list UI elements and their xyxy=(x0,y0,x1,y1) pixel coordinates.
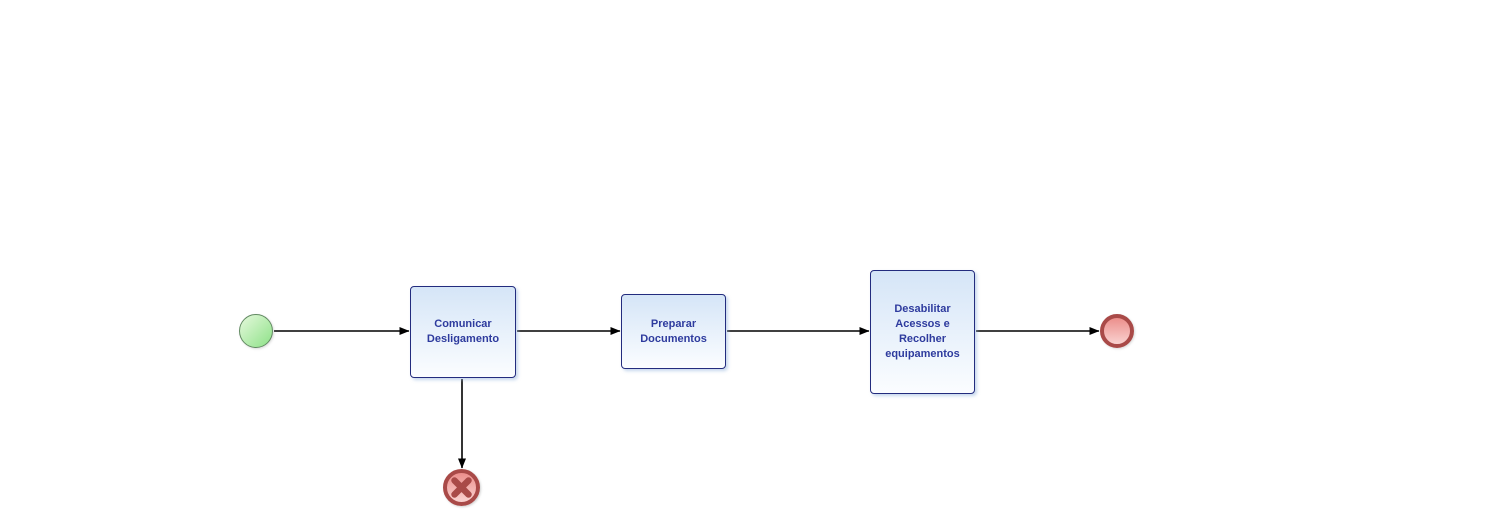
cancel-end-event[interactable] xyxy=(443,469,480,506)
task-label: Preparar Documentos xyxy=(640,317,707,345)
x-cross-icon xyxy=(451,477,472,498)
start-event[interactable] xyxy=(239,314,273,348)
task-desabilitar-acessos[interactable]: Desabilitar Acessos e Recolher equipamen… xyxy=(870,270,975,394)
task-label: Comunicar Desligamento xyxy=(426,318,500,345)
task-comunicar-desligamento[interactable]: Comunicar Desligamento xyxy=(410,286,516,378)
task-preparar-documentos[interactable]: Preparar Documentos xyxy=(621,294,726,369)
task-label: Desabilitar Acessos e Recolher equipamen… xyxy=(885,303,960,360)
end-event[interactable] xyxy=(1100,314,1134,348)
